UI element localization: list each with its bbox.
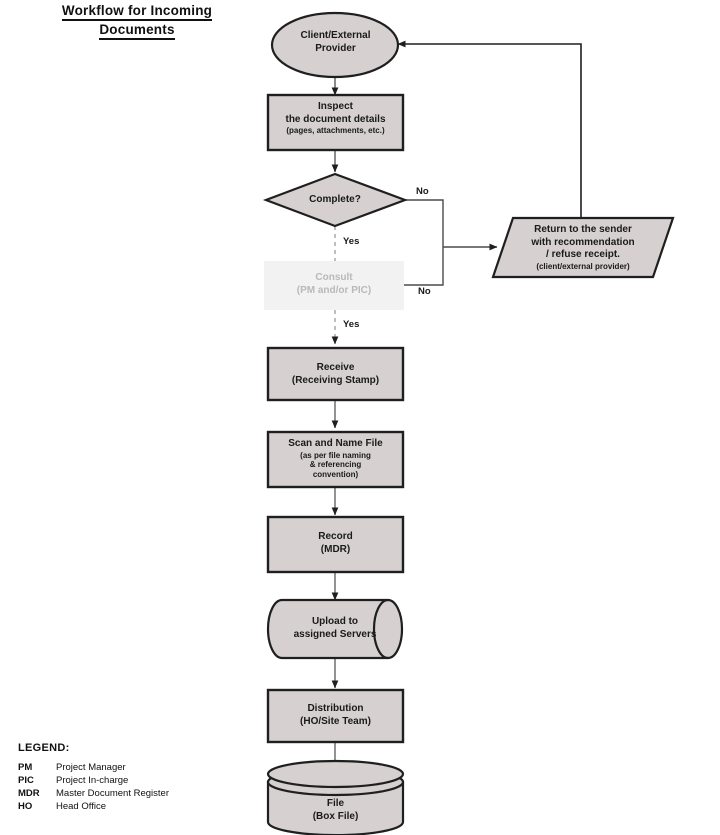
- legend-term: Project In-charge: [56, 775, 129, 786]
- legend-item: HO Head Office: [18, 801, 169, 813]
- page-title-line-1: Workflow for Incoming: [61, 2, 213, 21]
- edge-label-complete-no: No: [416, 186, 429, 197]
- node-file-box-file[interactable]: [266, 759, 405, 835]
- legend: LEGEND: PM Project Manager PIC Project I…: [18, 742, 169, 814]
- node-scan-and-name-file[interactable]: [266, 430, 405, 489]
- legend-abbr: MDR: [18, 788, 40, 799]
- node-return-to-sender[interactable]: [491, 216, 675, 279]
- edge-label-consult-yes: Yes: [343, 319, 360, 330]
- node-receive[interactable]: [266, 346, 405, 402]
- edge-label-complete-yes: Yes: [343, 236, 360, 247]
- edge-complete-no: [405, 199, 444, 247]
- legend-term: Master Document Register: [56, 788, 169, 799]
- legend-abbr: HO: [18, 801, 33, 812]
- edge-return-to-client: [397, 40, 582, 218]
- node-complete-decision[interactable]: [262, 172, 409, 228]
- node-client-external-provider[interactable]: [270, 11, 400, 79]
- node-upload-to-servers[interactable]: [266, 598, 404, 660]
- connectors: [331, 40, 582, 772]
- page-title: Workflow for Incoming Documents: [22, 2, 252, 40]
- node-inspect-document[interactable]: [266, 93, 405, 152]
- legend-term: Project Manager: [56, 762, 126, 773]
- legend-abbr: PM: [18, 762, 33, 773]
- legend-item: MDR Master Document Register: [18, 788, 169, 800]
- node-record[interactable]: [266, 515, 405, 574]
- edge-consult-no: [404, 247, 444, 286]
- page-title-line-2: Documents: [99, 21, 175, 40]
- legend-item: PIC Project In-charge: [18, 775, 169, 787]
- node-distribution[interactable]: [266, 688, 405, 744]
- legend-item: PM Project Manager: [18, 762, 169, 774]
- legend-heading: LEGEND:: [18, 742, 70, 754]
- legend-term: Head Office: [56, 801, 106, 812]
- legend-abbr: PIC: [18, 775, 34, 786]
- edge-label-consult-no: No: [418, 286, 431, 297]
- node-consult[interactable]: [264, 261, 404, 310]
